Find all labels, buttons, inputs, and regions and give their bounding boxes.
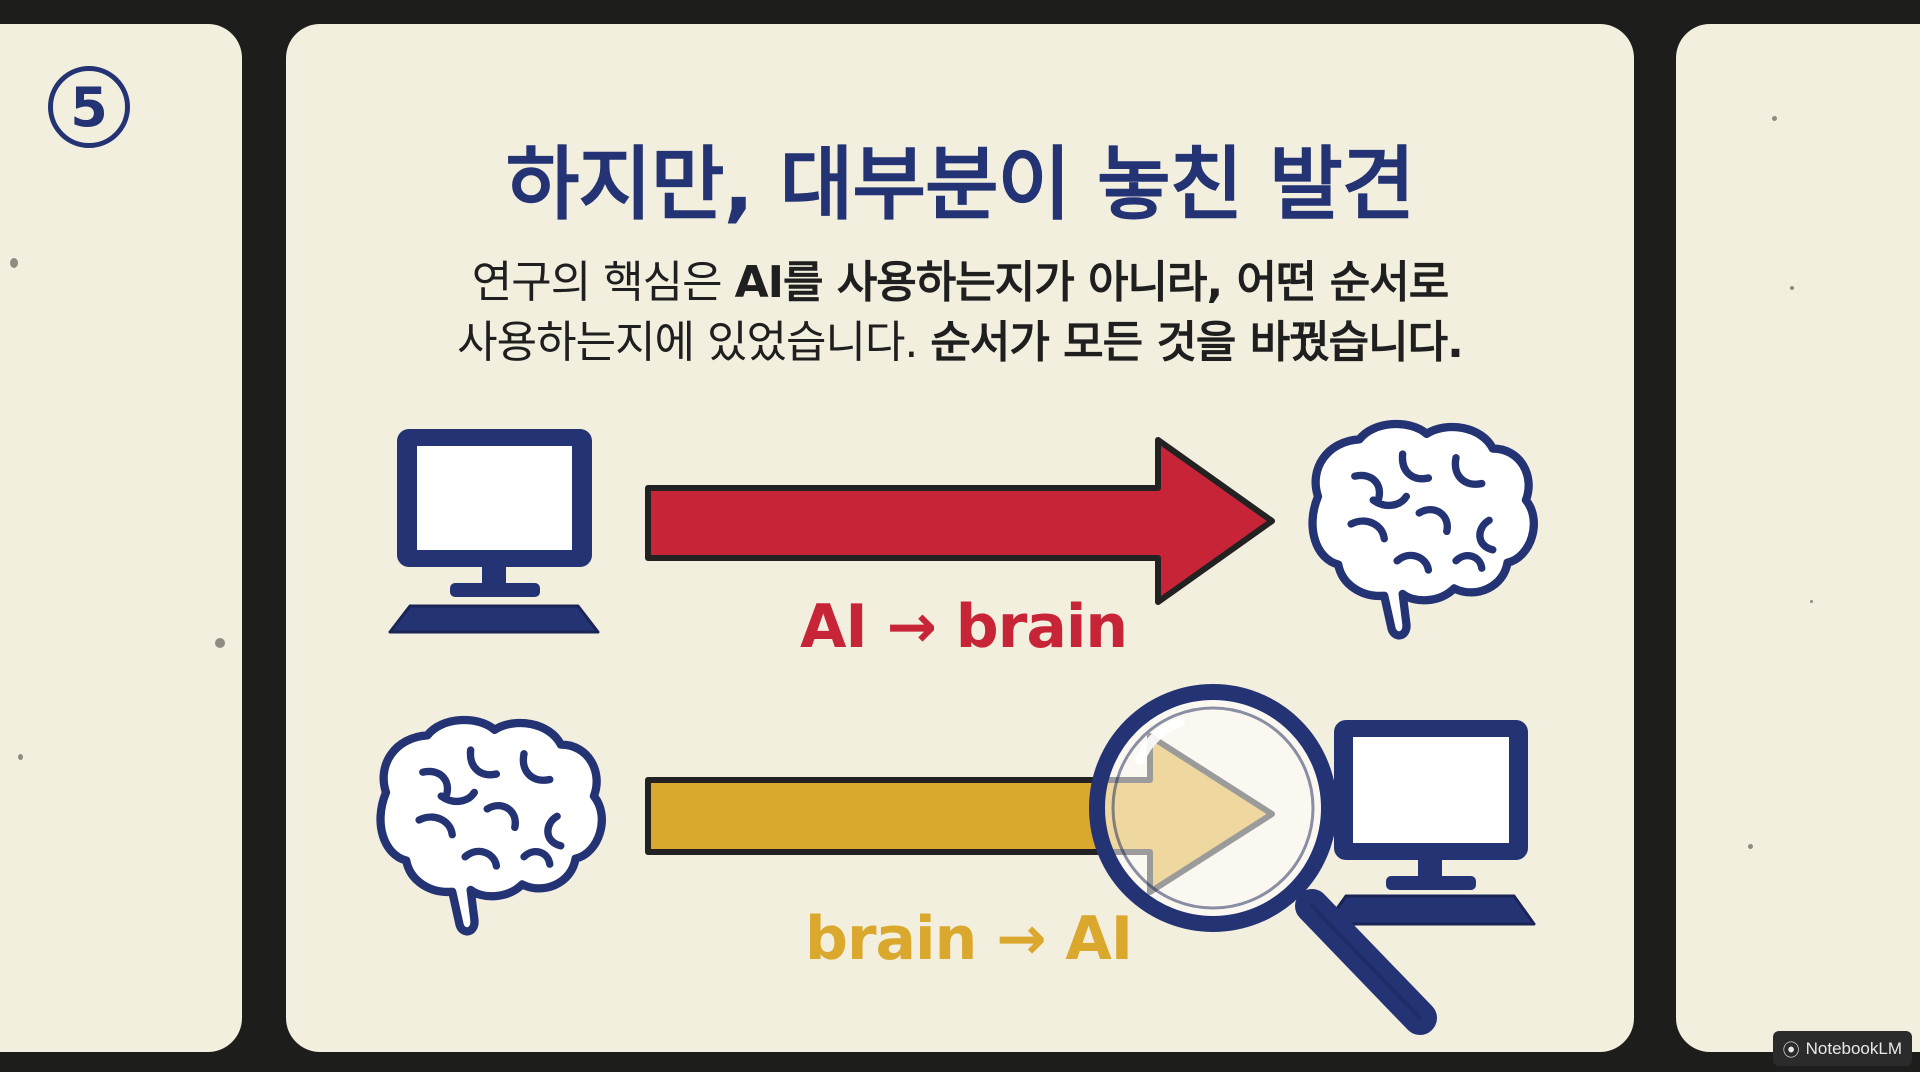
step-number-badge: 5 <box>48 66 130 148</box>
brain-icon <box>1313 424 1534 635</box>
red-arrow <box>645 437 1275 605</box>
notebooklm-watermark: ⦿ NotebookLM <box>1772 1031 1912 1066</box>
magnifying-glass-icon <box>1089 684 1437 1035</box>
subtitle-line-2-bold: 순서가 모든 것을 바꿨습니다. <box>930 317 1463 368</box>
dust-speck <box>1790 286 1794 290</box>
slide-title: 하지만, 대부분이 놓친 발견 <box>505 138 1416 231</box>
dust-speck <box>215 638 225 648</box>
brain-icon <box>381 720 602 931</box>
subtitle-line-1-regular: 연구의 핵심은 <box>471 257 735 308</box>
subtitle-line-2-regular: 사용하는지에 있었습니다. <box>457 317 931 368</box>
subtitle-line-2: 사용하는지에 있었습니다. 순서가 모든 것을 바꿨습니다. <box>286 306 1634 370</box>
notebooklm-logo-icon: ⦿ <box>1782 1041 1800 1060</box>
dust-speck <box>18 754 23 760</box>
computer-icon <box>1324 720 1536 926</box>
subtitle-line-1: 연구의 핵심은 AI를 사용하는지가 아니라, 어떤 순서로 <box>286 246 1634 310</box>
flow-label-ai-to-brain: AI → brain <box>800 592 1128 662</box>
computer-icon <box>388 429 600 634</box>
dust-speck <box>1772 116 1777 121</box>
dust-speck <box>10 258 18 268</box>
right-slide-panel <box>1676 24 1920 1052</box>
watermark-label: NotebookLM <box>1805 1038 1902 1058</box>
subtitle-line-1-bold: AI를 사용하는지가 아니라, 어떤 순서로 <box>734 257 1450 308</box>
dust-speck <box>1810 600 1813 603</box>
dust-speck <box>1748 844 1753 849</box>
left-slide-panel <box>0 24 242 1052</box>
flow-label-brain-to-ai: brain → AI <box>805 904 1133 974</box>
